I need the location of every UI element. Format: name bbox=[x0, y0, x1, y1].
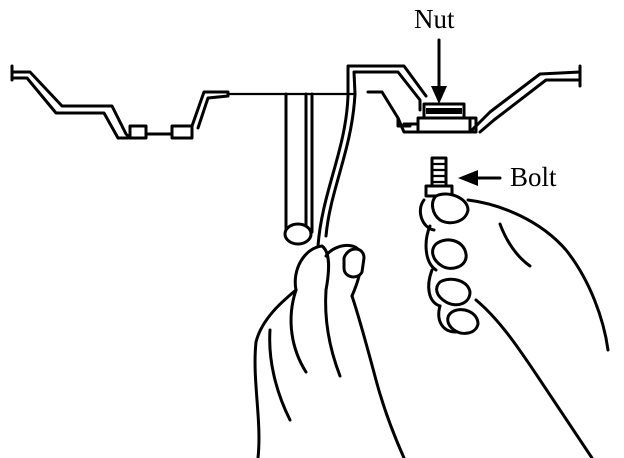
nut-label-group: Nut bbox=[414, 4, 455, 104]
nut-label: Nut bbox=[414, 4, 455, 34]
right-hand bbox=[418, 192, 610, 458]
bolt-label-group: Bolt bbox=[458, 162, 557, 192]
left-hand bbox=[253, 243, 406, 458]
bolt bbox=[424, 156, 454, 198]
nut-arrowhead bbox=[431, 86, 447, 104]
vertical-post bbox=[283, 92, 314, 246]
bolt-arrowhead bbox=[458, 170, 478, 186]
nut bbox=[416, 102, 472, 134]
left-rim-bracket bbox=[10, 64, 230, 140]
bolt-label: Bolt bbox=[510, 162, 557, 192]
